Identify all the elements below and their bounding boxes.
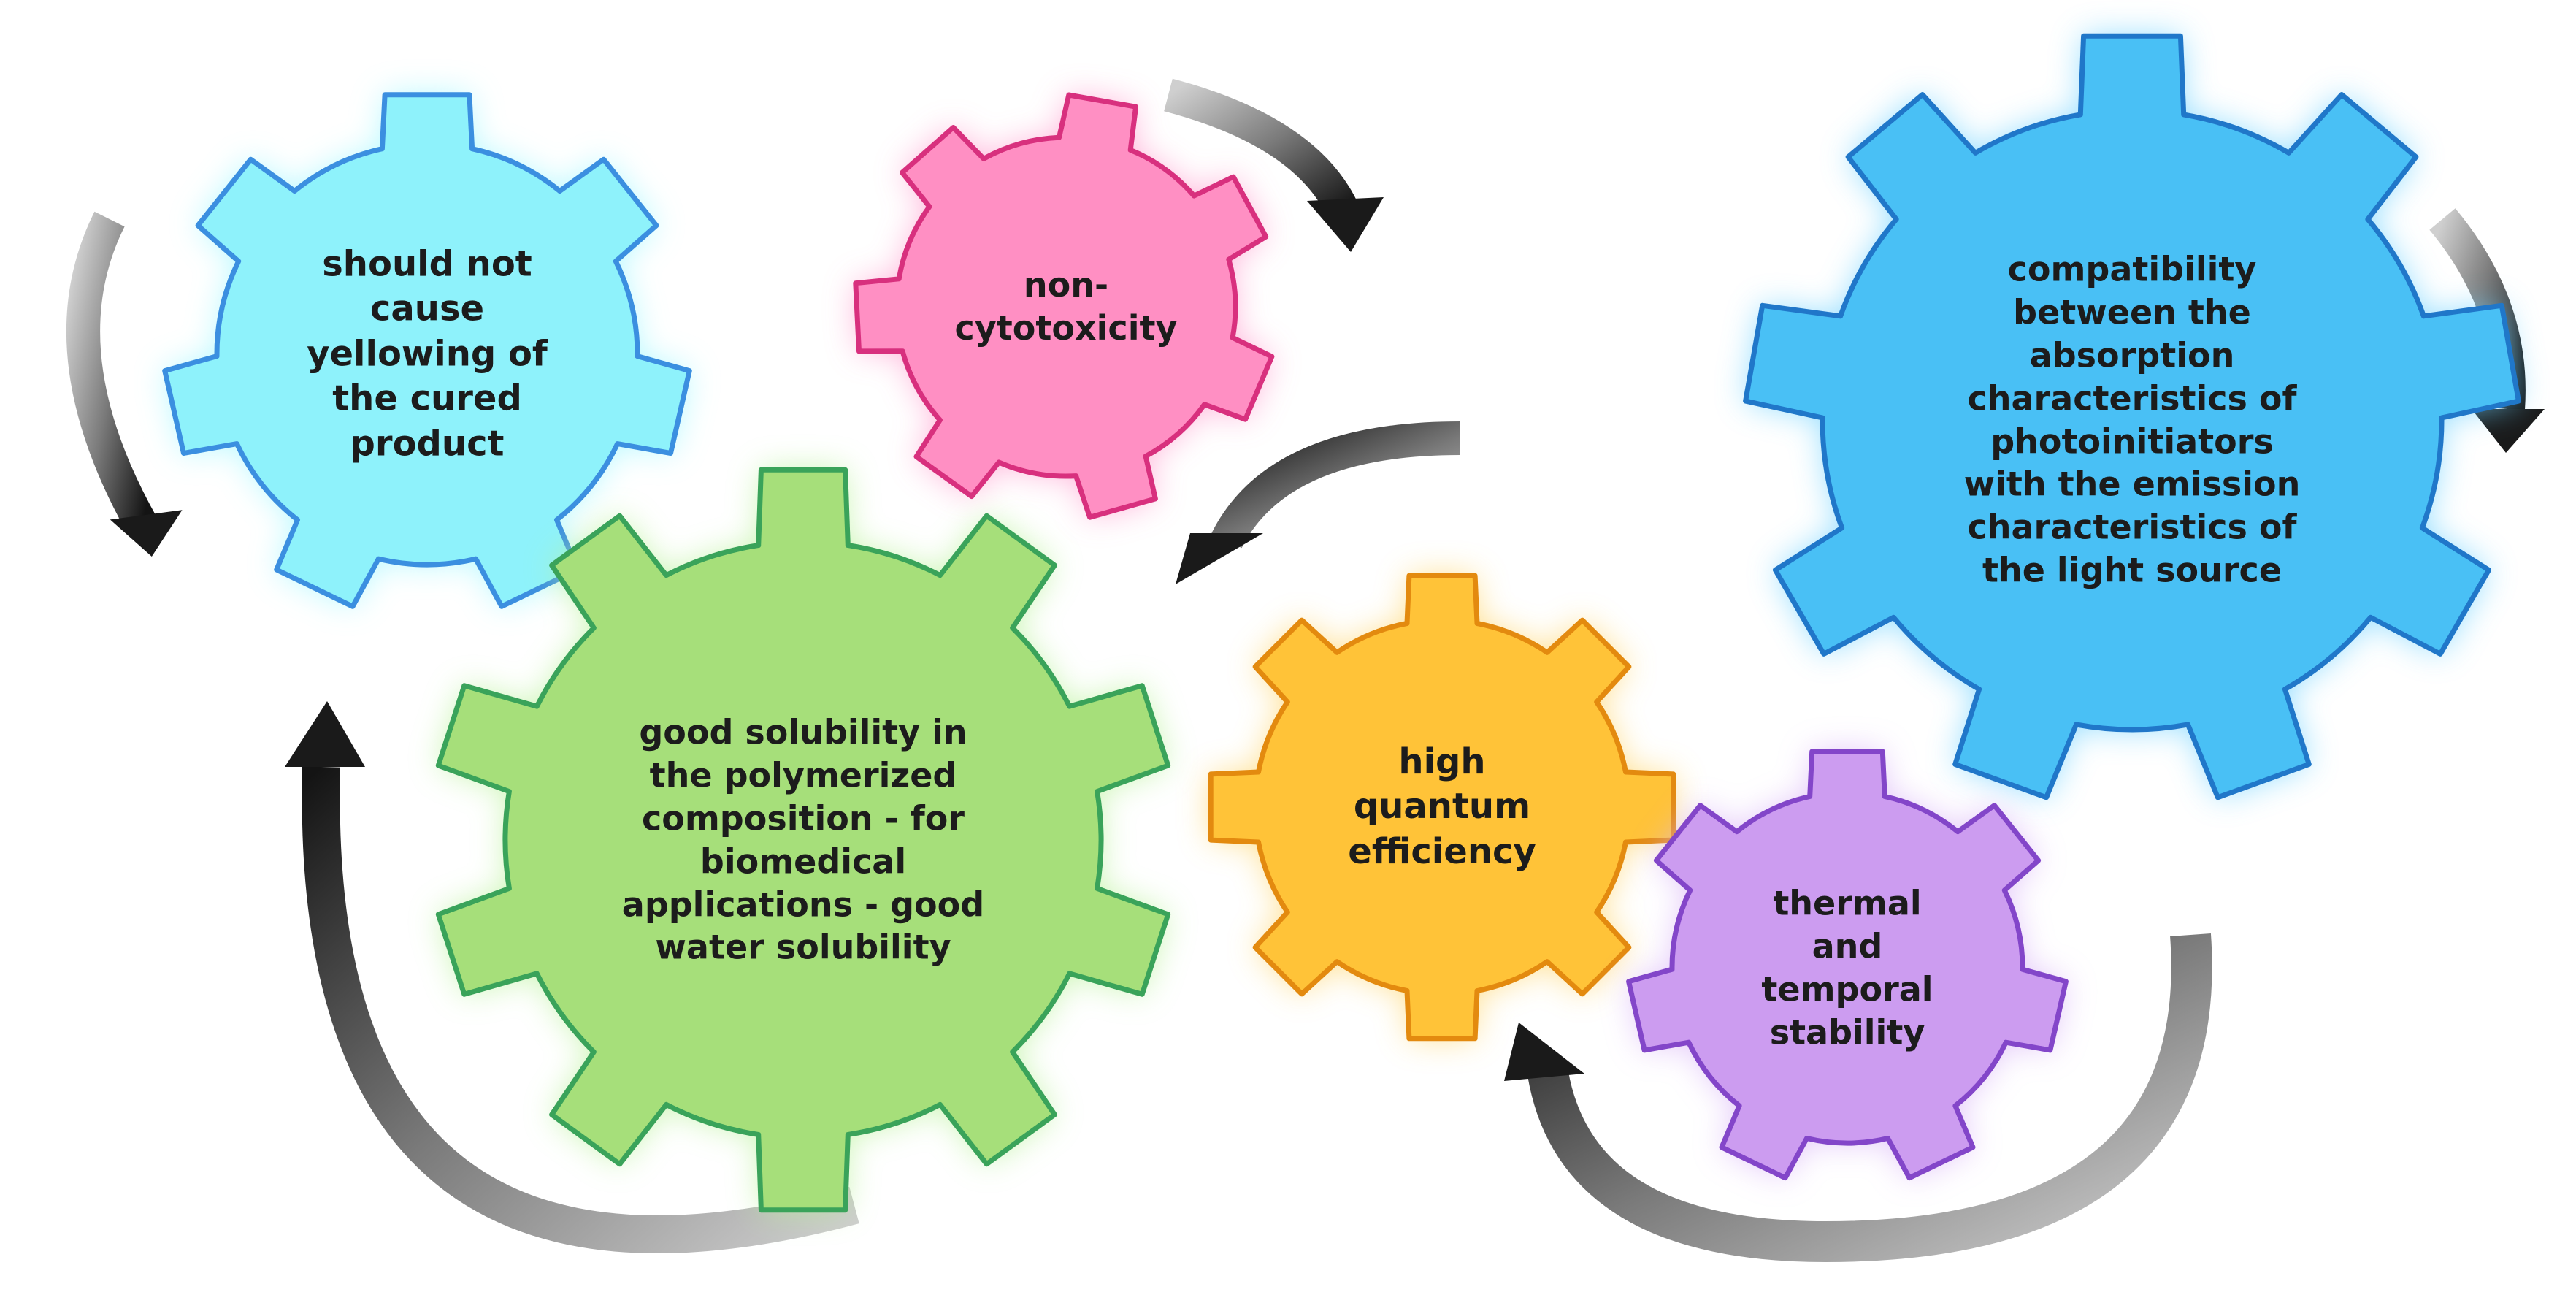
- gears-layer: [162, 33, 2521, 1213]
- gear-icon: [1208, 573, 1676, 1042]
- gear-label-stability: thermal and temporal stability: [1761, 883, 1933, 1052]
- curved-arrow-icon: [1164, 78, 1384, 252]
- curved-arrow-icon: [66, 211, 183, 557]
- curved-arrow-icon: [285, 701, 859, 1253]
- gear-stability: [1626, 749, 2069, 1181]
- curved-arrow-icon: [1176, 421, 1461, 584]
- gear-icon: [853, 92, 1275, 520]
- gear-solubility: [435, 467, 1171, 1213]
- gear-label-quantum: high quantum efficiency: [1348, 741, 1536, 872]
- gear-quantum: [1208, 573, 1676, 1042]
- gear-label-cytotoxicity: non- cytotoxicity: [954, 265, 1178, 348]
- gear-icon: [435, 467, 1171, 1213]
- gear-compatibility: [1743, 33, 2521, 800]
- gear-icon: [1626, 749, 2069, 1181]
- gear-yellowing: [162, 92, 692, 609]
- gear-icon: [162, 92, 692, 609]
- gear-icon: [1743, 33, 2521, 800]
- curved-arrow-icon: [1504, 933, 2212, 1263]
- gear-label-compatibility: compatibility between the absorption cha…: [1963, 249, 2301, 590]
- gear-cytotoxicity: [853, 92, 1275, 520]
- gear-label-solubility: good solubility in the polymerized compo…: [621, 712, 985, 967]
- gear-label-yellowing: should not cause yellowing of the cured …: [307, 243, 548, 465]
